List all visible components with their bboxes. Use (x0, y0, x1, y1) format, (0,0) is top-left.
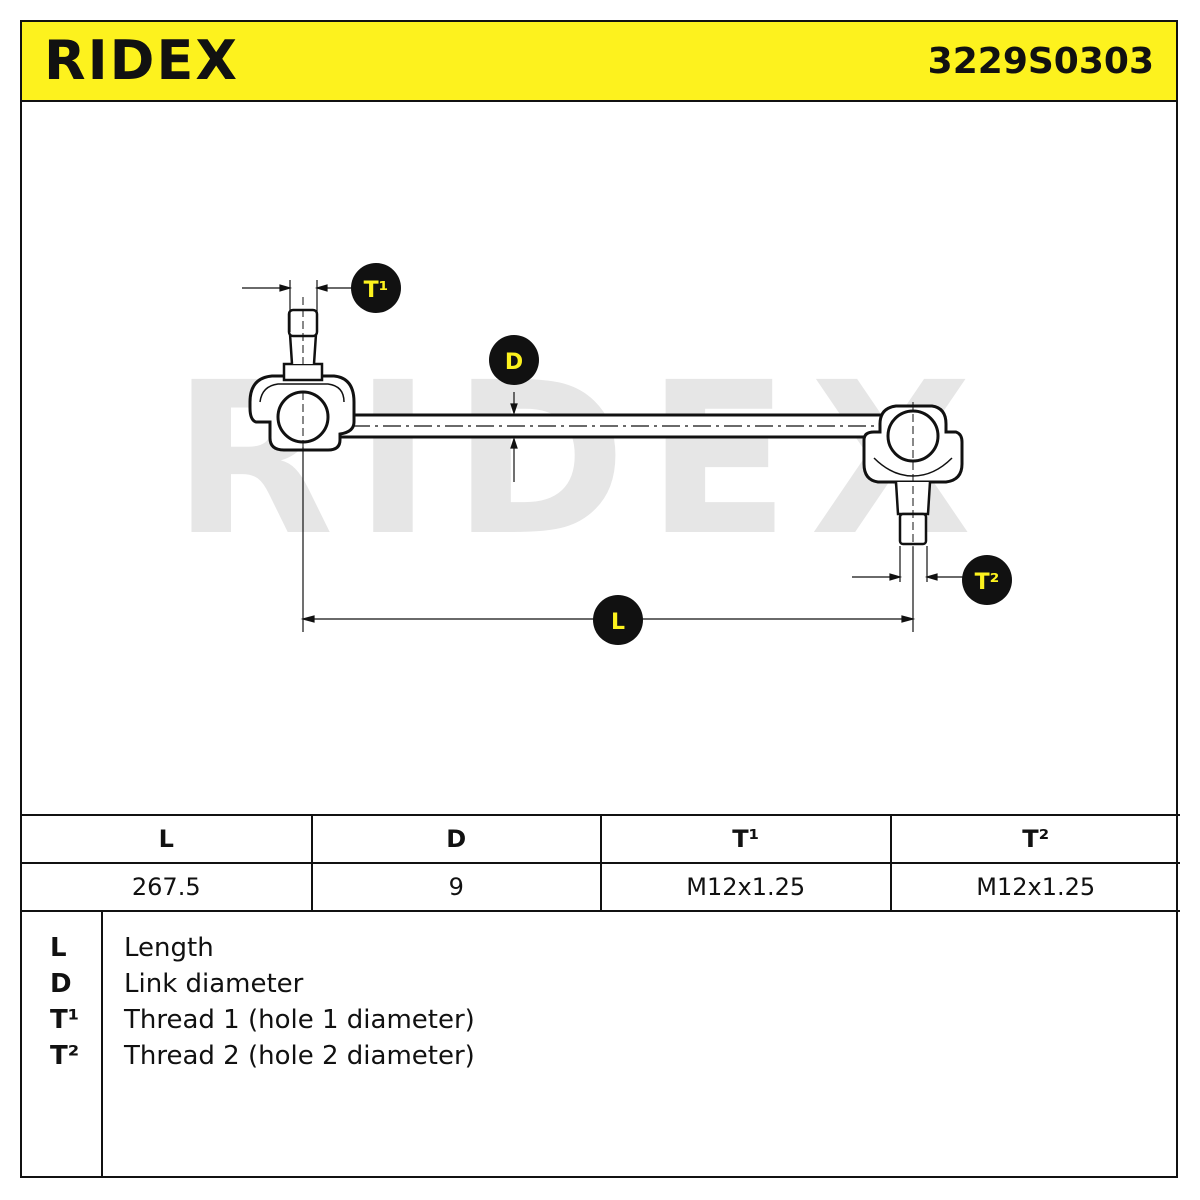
legend-key: T¹ (50, 1005, 80, 1035)
left-ball-joint (248, 297, 356, 452)
legend-desc: Thread 2 (hole 2 diameter) (124, 1041, 475, 1071)
t2-label: T² (975, 570, 1000, 595)
spec-value-d: 9 (310, 862, 602, 912)
spec-table: L D T¹ T² 267.5 9 M12x1.25 M12x1.25 (22, 814, 1180, 912)
legend-desc: Thread 1 (hole 1 diameter) (124, 1005, 475, 1035)
l-label: L (611, 610, 625, 635)
d-badge: D (489, 335, 539, 385)
spec-header-d: D (310, 814, 602, 864)
t1-badge: T¹ (351, 263, 401, 313)
legend-divider (101, 912, 103, 1178)
spec-header-t1: T¹ (600, 814, 892, 864)
spec-value-t1: M12x1.25 (600, 862, 892, 912)
legend-key: L (50, 933, 67, 963)
legend-item: T² Thread 2 (hole 2 diameter) (22, 1038, 1022, 1074)
t1-label: T¹ (364, 278, 389, 303)
legend-key: T² (50, 1041, 80, 1071)
t2-dimension (852, 546, 967, 582)
t1-dimension (242, 280, 352, 332)
legend-desc: Link diameter (124, 969, 304, 999)
spec-value-l: 267.5 (22, 862, 313, 912)
spec-header-l: L (22, 814, 313, 864)
legend-item: D Link diameter (22, 966, 1022, 1002)
d-label: D (505, 350, 523, 375)
l-badge: L (593, 595, 643, 645)
d-dimension (510, 392, 518, 482)
part-number: 3229S0303 (927, 41, 1154, 82)
product-sheet: RIDEX 3229S0303 RIDEX (20, 20, 1180, 1180)
spec-value-t2: M12x1.25 (889, 862, 1180, 912)
legend-desc: Length (124, 933, 214, 963)
drawing-canvas: RIDEX (172, 263, 1012, 645)
technical-drawing: RIDEX (22, 102, 1180, 816)
legend-item: T¹ Thread 1 (hole 1 diameter) (22, 1002, 1022, 1038)
legend-item: L Length (22, 930, 1022, 966)
right-ball-joint (862, 402, 964, 554)
spec-value-row: 267.5 9 M12x1.25 M12x1.25 (22, 862, 1180, 912)
spec-header-row: L D T¹ T² (22, 814, 1180, 864)
spec-header-t2: T² (889, 814, 1180, 864)
legend: L Length D Link diameter T¹ Thread 1 (ho… (22, 912, 1180, 1180)
t2-badge: T² (962, 555, 1012, 605)
legend-key: D (50, 969, 72, 999)
header-bar: RIDEX 3229S0303 (22, 22, 1176, 102)
link-rod (338, 413, 897, 439)
brand-logo: RIDEX (44, 29, 240, 92)
